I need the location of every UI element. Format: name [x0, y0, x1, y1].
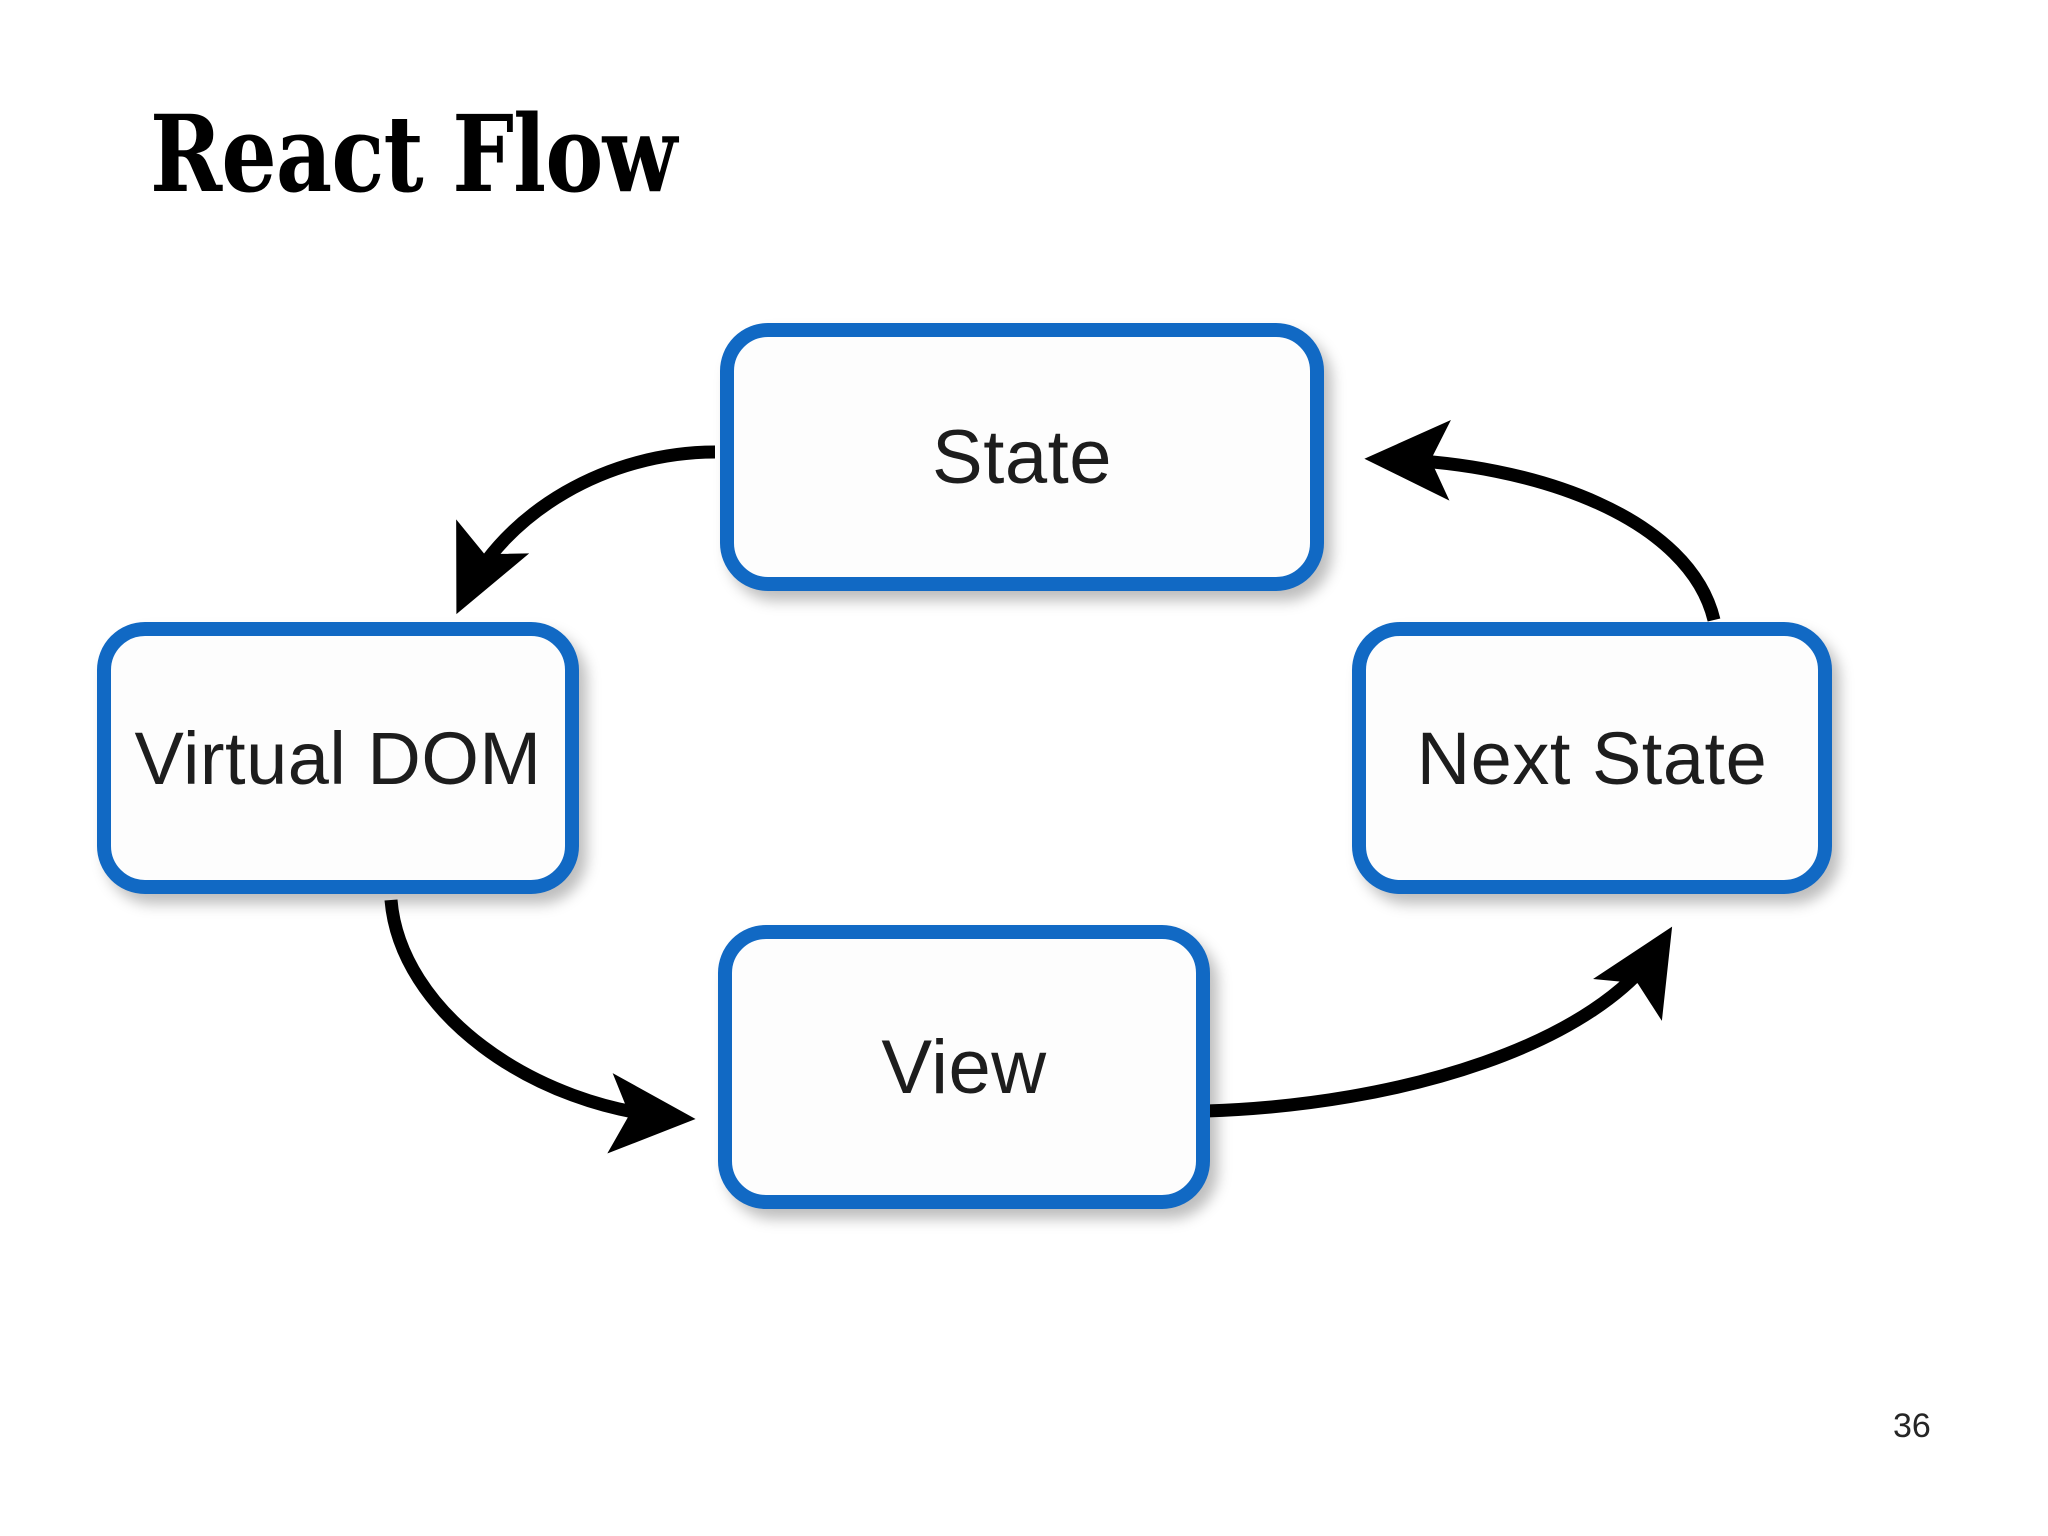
- edge-next-state-to-state: [1364, 420, 1721, 622]
- node-virtual-dom-label: Virtual DOM: [134, 716, 542, 800]
- node-virtual-dom[interactable]: Virtual DOM: [97, 622, 579, 894]
- node-state-label: State: [932, 414, 1112, 500]
- page-number: 36: [1893, 1407, 1931, 1445]
- node-next-state[interactable]: Next State: [1352, 622, 1832, 894]
- edge-view-to-next-state: [1205, 926, 1673, 1118]
- page-title: React Flow: [150, 91, 677, 216]
- edge-virtual-dom-to-view: [384, 899, 696, 1154]
- node-state[interactable]: State: [720, 323, 1324, 591]
- node-view[interactable]: View: [718, 925, 1210, 1209]
- node-next-state-label: Next State: [1416, 716, 1768, 800]
- node-view-label: View: [881, 1024, 1047, 1110]
- edge-state-to-virtual-dom: [456, 445, 716, 615]
